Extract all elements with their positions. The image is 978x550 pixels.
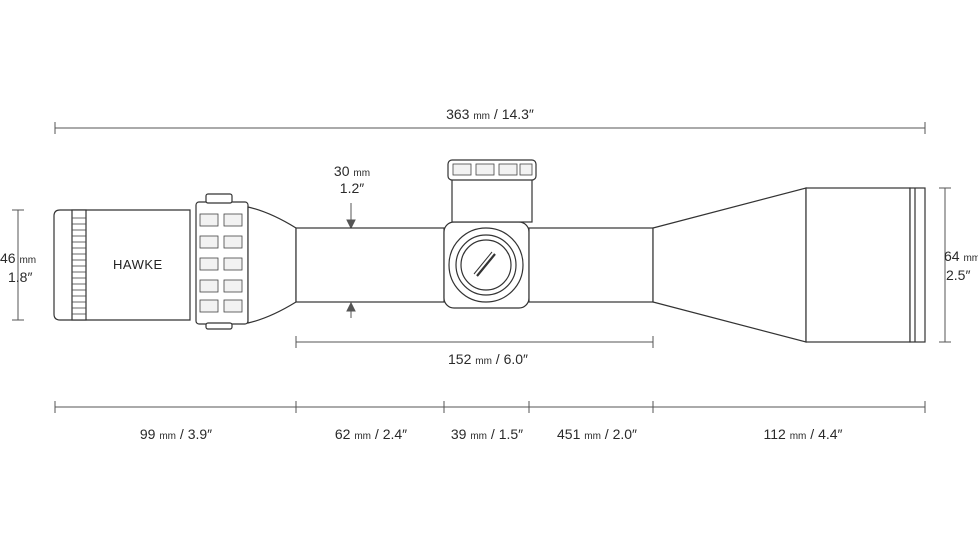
objective-diameter-line — [939, 187, 951, 343]
brand-logo: HAWKE — [113, 257, 163, 272]
segment-label-objective: 112 mm / 4.4″ — [763, 426, 843, 442]
eyepiece-diameter-label: 46 mm 1.8″ — [0, 250, 37, 285]
main-tube — [295, 227, 445, 303]
tube-length-dimension-line — [295, 336, 654, 348]
eyepiece-ring — [71, 209, 87, 321]
segment-label-turret: 39 mm / 1.5″ — [450, 426, 524, 442]
eyepiece-body — [53, 209, 191, 321]
riflescope — [53, 159, 926, 343]
power-ring-bottom-tab — [205, 322, 233, 330]
tube-length-label: 152 mm / 6.0″ — [447, 351, 529, 367]
overall-length-label: 363 mm / 14.3″ — [446, 106, 534, 122]
elevation-turret-stem — [451, 175, 533, 223]
eyepiece-diameter-line — [12, 209, 24, 321]
eyepiece-grip-lines — [72, 217, 86, 315]
segment-dimension-line — [54, 401, 926, 413]
segment-label-rear-tube: 62 mm / 2.4″ — [334, 426, 408, 442]
eyepiece-taper — [247, 206, 297, 324]
power-ring-top-tab — [205, 193, 233, 204]
tube-diameter-label: 30 mm 1.2″ — [333, 163, 371, 196]
objective-bell — [652, 187, 807, 343]
objective-lens-ring — [909, 187, 926, 343]
objective-housing — [805, 187, 911, 343]
tube-diameter-arrows — [346, 203, 356, 318]
front-tube — [528, 227, 654, 303]
objective-diameter-label: 64 mm 2.5″ — [944, 248, 978, 283]
segment-label-front-tube: 451 mm / 2.0″ — [556, 426, 638, 442]
segment-label-eyepiece: 99 mm / 3.9″ — [139, 426, 213, 442]
elevation-turret-knurl — [452, 163, 533, 176]
power-ring-knurl — [199, 213, 243, 313]
overall-dimension-line — [54, 122, 926, 134]
